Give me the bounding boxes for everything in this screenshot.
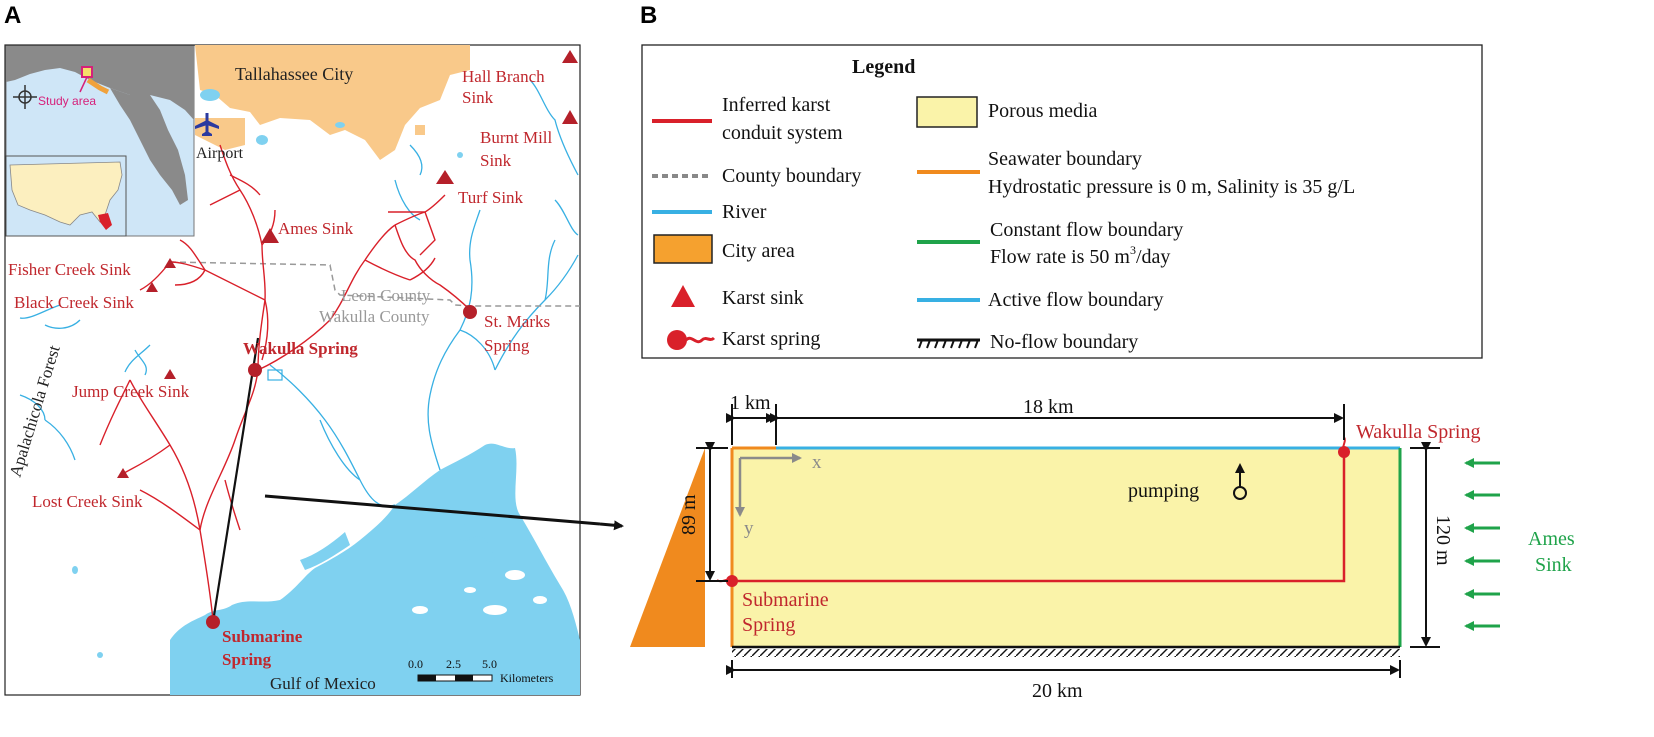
legend-conduit-line2: conduit system xyxy=(722,122,843,144)
submarine-spring-label-2: Spring xyxy=(222,650,272,669)
seawater-pressure-triangle xyxy=(630,448,705,647)
scale-bar: 0.0 2.5 5.0 Kilometers xyxy=(408,657,554,685)
turf-sink-label: Turf Sink xyxy=(458,188,524,207)
model-domain: x y pumping Wakulla Spring Submarine Spr… xyxy=(630,392,1575,702)
leon-county-label: Leon County xyxy=(341,286,431,305)
burnt-mill-sink-label-2: Sink xyxy=(480,151,512,170)
scale-tick-0: 0.0 xyxy=(408,657,423,671)
svg-text:Flow rate is 50 m3/day: Flow rate is 50 m3/day xyxy=(990,243,1170,268)
legend-spring: Karst spring xyxy=(722,328,820,350)
legend-county: County boundary xyxy=(722,165,861,187)
fisher-creek-sink-marker xyxy=(164,258,176,268)
gulf-label: Gulf of Mexico xyxy=(270,674,376,693)
submarine-spring-label-1: Submarine xyxy=(222,627,303,646)
karst-springs xyxy=(206,305,477,629)
schematic-submarine-label-1: Submarine xyxy=(742,589,829,611)
dim-89m: 89 m xyxy=(678,494,700,535)
wakulla-spring-label: Wakulla Spring xyxy=(243,339,358,358)
ames-sink-marker xyxy=(261,228,279,243)
legend-river: River xyxy=(722,201,767,223)
gulf-water xyxy=(170,443,580,695)
model-schematic-panel: Legend Inferred karst conduit system Cou… xyxy=(600,44,1575,702)
schematic-submarine-label-2: Spring xyxy=(742,614,795,636)
inset-map: Study area xyxy=(5,45,195,237)
legend-porous: Porous media xyxy=(988,100,1098,122)
legend-constant-flow-superscript: 3 xyxy=(1130,243,1136,257)
lost-creek-sink-marker xyxy=(117,468,129,478)
legend-city: City area xyxy=(722,240,795,262)
legend-constant-flow-unit: /day xyxy=(1136,246,1170,268)
panel-label-b: B xyxy=(640,2,658,29)
submarine-spring-marker xyxy=(206,615,220,629)
inflow-arrows xyxy=(1464,458,1500,631)
legend-no-flow: No-flow boundary xyxy=(990,331,1138,353)
black-creek-sink-marker xyxy=(146,282,158,292)
schematic-wakulla-label: Wakulla Spring xyxy=(1356,421,1480,443)
city-area xyxy=(195,45,470,160)
legend-title: Legend xyxy=(852,56,915,78)
pumping-label: pumping xyxy=(1128,480,1199,502)
dim-18km: 18 km xyxy=(1023,396,1074,418)
hall-branch-sink-label-2: Sink xyxy=(462,88,494,107)
legend-conduit-line1: Inferred karst xyxy=(722,94,831,116)
axis-x-label: x xyxy=(812,452,822,473)
hall-branch-sink-marker xyxy=(562,50,578,63)
st-marks-spring-label-1: St. Marks xyxy=(484,312,550,331)
airport-label: Airport xyxy=(196,145,244,162)
axis-y-label: y xyxy=(744,518,754,539)
fisher-creek-sink-label: Fisher Creek Sink xyxy=(8,260,131,279)
ames-sink-schematic-label-1: Ames xyxy=(1528,528,1575,550)
legend-sink: Karst sink xyxy=(722,287,804,309)
st-marks-spring-label-2: Spring xyxy=(484,336,530,355)
black-creek-sink-label: Black Creek Sink xyxy=(14,293,134,312)
burnt-mill-sink-label-1: Burnt Mill xyxy=(480,128,553,147)
karst-conduit-network xyxy=(99,144,471,621)
scale-tick-1: 2.5 xyxy=(446,657,461,671)
jump-creek-sink-marker xyxy=(164,369,176,379)
st-marks-spring-marker xyxy=(463,305,477,319)
ames-sink-label: Ames Sink xyxy=(278,219,354,238)
dim-120m: 120 m xyxy=(1432,515,1454,566)
burnt-mill-sink-marker xyxy=(562,110,578,124)
rivers xyxy=(19,79,579,507)
legend-active-flow: Active flow boundary xyxy=(988,289,1164,311)
turf-sink-marker xyxy=(436,170,454,184)
wakulla-county-label: Wakulla County xyxy=(319,307,430,326)
scale-tick-2: 5.0 xyxy=(482,657,497,671)
wakulla-spring-node xyxy=(1338,446,1350,458)
ames-sink-schematic-label-2: Sink xyxy=(1535,554,1572,576)
panel-label-a: A xyxy=(4,2,22,29)
legend-seawater-line2: Hydrostatic pressure is 0 m, Salinity is… xyxy=(988,176,1355,198)
city-label: Tallahassee City xyxy=(235,64,353,84)
karst-sinks xyxy=(117,50,578,478)
dim-20km: 20 km xyxy=(1032,680,1083,702)
study-area-map: Study area Hall Branch Sink Burnt Mill xyxy=(4,44,600,696)
legend-constant-flow-line2: Flow rate is 50 m xyxy=(990,246,1130,268)
legend-seawater-line1: Seawater boundary xyxy=(988,148,1142,170)
hall-branch-sink-label-1: Hall Branch xyxy=(462,67,545,86)
jump-creek-sink-label: Jump Creek Sink xyxy=(72,382,190,401)
inset-study-area-label: Study area xyxy=(38,94,96,108)
scale-unit: Kilometers xyxy=(500,671,554,685)
legend-constant-flow-line1: Constant flow boundary xyxy=(990,219,1183,241)
wakulla-spring-marker xyxy=(248,363,262,377)
dim-1km: 1 km xyxy=(730,392,771,414)
lost-creek-sink-label: Lost Creek Sink xyxy=(32,492,143,511)
airport-icon xyxy=(195,113,219,136)
legend: Legend Inferred karst conduit system Cou… xyxy=(641,44,1483,359)
